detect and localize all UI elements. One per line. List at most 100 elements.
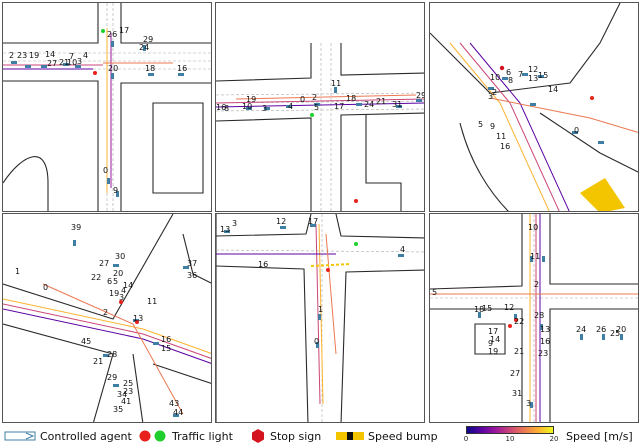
- svg-text:31: 31: [512, 389, 522, 398]
- legend-controlled-agent: Controlled agent: [4, 428, 132, 444]
- svg-text:6: 6: [506, 68, 511, 77]
- svg-text:39: 39: [71, 223, 81, 232]
- svg-text:8: 8: [224, 104, 229, 113]
- svg-text:6: 6: [107, 277, 112, 286]
- svg-text:36: 36: [187, 271, 197, 280]
- svg-text:22: 22: [514, 317, 524, 326]
- svg-text:11: 11: [496, 132, 506, 141]
- svg-text:12: 12: [276, 217, 286, 226]
- svg-text:14: 14: [490, 335, 500, 344]
- legend-traffic-light-label: Traffic light: [172, 429, 233, 443]
- svg-text:18: 18: [145, 64, 155, 73]
- svg-text:43: 43: [169, 399, 179, 408]
- traffic-light-icon: [139, 430, 166, 442]
- speed-colorbar: 0 10 20: [462, 426, 558, 446]
- legend-speed-bump: Speed bump: [336, 428, 438, 444]
- svg-text:25: 25: [610, 329, 620, 338]
- svg-text:16: 16: [500, 142, 510, 151]
- svg-text:5: 5: [432, 288, 437, 297]
- svg-text:31: 31: [392, 100, 402, 109]
- svg-text:13: 13: [220, 225, 230, 234]
- svg-text:26: 26: [596, 325, 606, 334]
- speed-tick-0: 0: [463, 435, 469, 443]
- svg-text:3: 3: [526, 399, 531, 408]
- speed-bump-icon: [336, 432, 364, 440]
- svg-text:0: 0: [300, 95, 305, 104]
- speed-colorbar-label: Speed [m/s]: [566, 430, 633, 443]
- svg-text:3: 3: [77, 57, 82, 66]
- svg-text:28: 28: [107, 350, 117, 359]
- svg-text:44: 44: [173, 408, 183, 417]
- svg-text:14: 14: [548, 85, 558, 94]
- svg-text:9: 9: [490, 122, 495, 131]
- svg-text:35: 35: [113, 405, 123, 414]
- svg-text:19: 19: [109, 289, 119, 298]
- svg-text:7: 7: [69, 52, 74, 61]
- speed-colorbar-gradient: [466, 426, 554, 434]
- svg-text:29: 29: [143, 35, 153, 44]
- svg-text:10: 10: [67, 58, 77, 67]
- controlled-agent-icon: [4, 431, 36, 441]
- svg-text:11: 11: [147, 297, 157, 306]
- svg-text:29: 29: [416, 91, 425, 100]
- svg-text:0: 0: [103, 166, 108, 175]
- svg-text:4: 4: [83, 51, 88, 60]
- svg-text:45: 45: [81, 337, 91, 346]
- svg-text:2: 2: [492, 88, 497, 97]
- svg-text:17: 17: [488, 327, 498, 336]
- svg-text:10: 10: [242, 102, 252, 111]
- svg-text:15: 15: [161, 344, 171, 353]
- figure-legend: Controlled agent Traffic light Stop sign…: [0, 424, 640, 448]
- svg-text:17: 17: [308, 217, 318, 226]
- speed-tick-20: 20: [549, 435, 559, 443]
- svg-text:16: 16: [540, 337, 550, 346]
- svg-text:19: 19: [29, 51, 39, 60]
- svg-text:19: 19: [488, 347, 498, 356]
- svg-text:24: 24: [364, 100, 374, 109]
- svg-text:4: 4: [121, 286, 126, 295]
- svg-text:15: 15: [482, 304, 492, 313]
- svg-text:29: 29: [107, 373, 117, 382]
- svg-text:21: 21: [93, 357, 103, 366]
- svg-text:0: 0: [314, 337, 319, 346]
- svg-text:27: 27: [510, 369, 520, 378]
- svg-text:11: 11: [530, 252, 540, 261]
- svg-text:5: 5: [113, 277, 118, 286]
- svg-text:21: 21: [59, 58, 69, 67]
- svg-text:15: 15: [538, 71, 548, 80]
- legend-speed-bump-label: Speed bump: [368, 429, 438, 443]
- svg-text:16: 16: [177, 64, 187, 73]
- svg-text:20: 20: [113, 269, 123, 278]
- legend-stop-sign: Stop sign: [250, 428, 321, 444]
- svg-text:16: 16: [216, 103, 226, 112]
- svg-text:5: 5: [314, 103, 319, 112]
- svg-text:21: 21: [376, 97, 386, 106]
- svg-text:10: 10: [490, 73, 500, 82]
- svg-text:13: 13: [528, 74, 538, 83]
- svg-text:16: 16: [161, 335, 171, 344]
- svg-text:1: 1: [318, 305, 323, 314]
- svg-text:27: 27: [99, 259, 109, 268]
- svg-text:23: 23: [123, 387, 133, 396]
- svg-text:2: 2: [103, 308, 108, 317]
- svg-text:18: 18: [474, 305, 484, 314]
- svg-text:28: 28: [534, 311, 544, 320]
- svg-text:17: 17: [119, 26, 129, 35]
- svg-text:20: 20: [616, 325, 626, 334]
- svg-text:13: 13: [133, 314, 143, 323]
- svg-text:8: 8: [508, 76, 513, 85]
- stop-sign-icon: [252, 429, 264, 443]
- svg-text:22: 22: [91, 273, 101, 282]
- legend-traffic-light: Traffic light: [138, 428, 233, 444]
- svg-text:2: 2: [9, 51, 14, 60]
- svg-text:19: 19: [246, 95, 256, 104]
- svg-text:5: 5: [478, 120, 483, 129]
- svg-text:7: 7: [518, 70, 523, 79]
